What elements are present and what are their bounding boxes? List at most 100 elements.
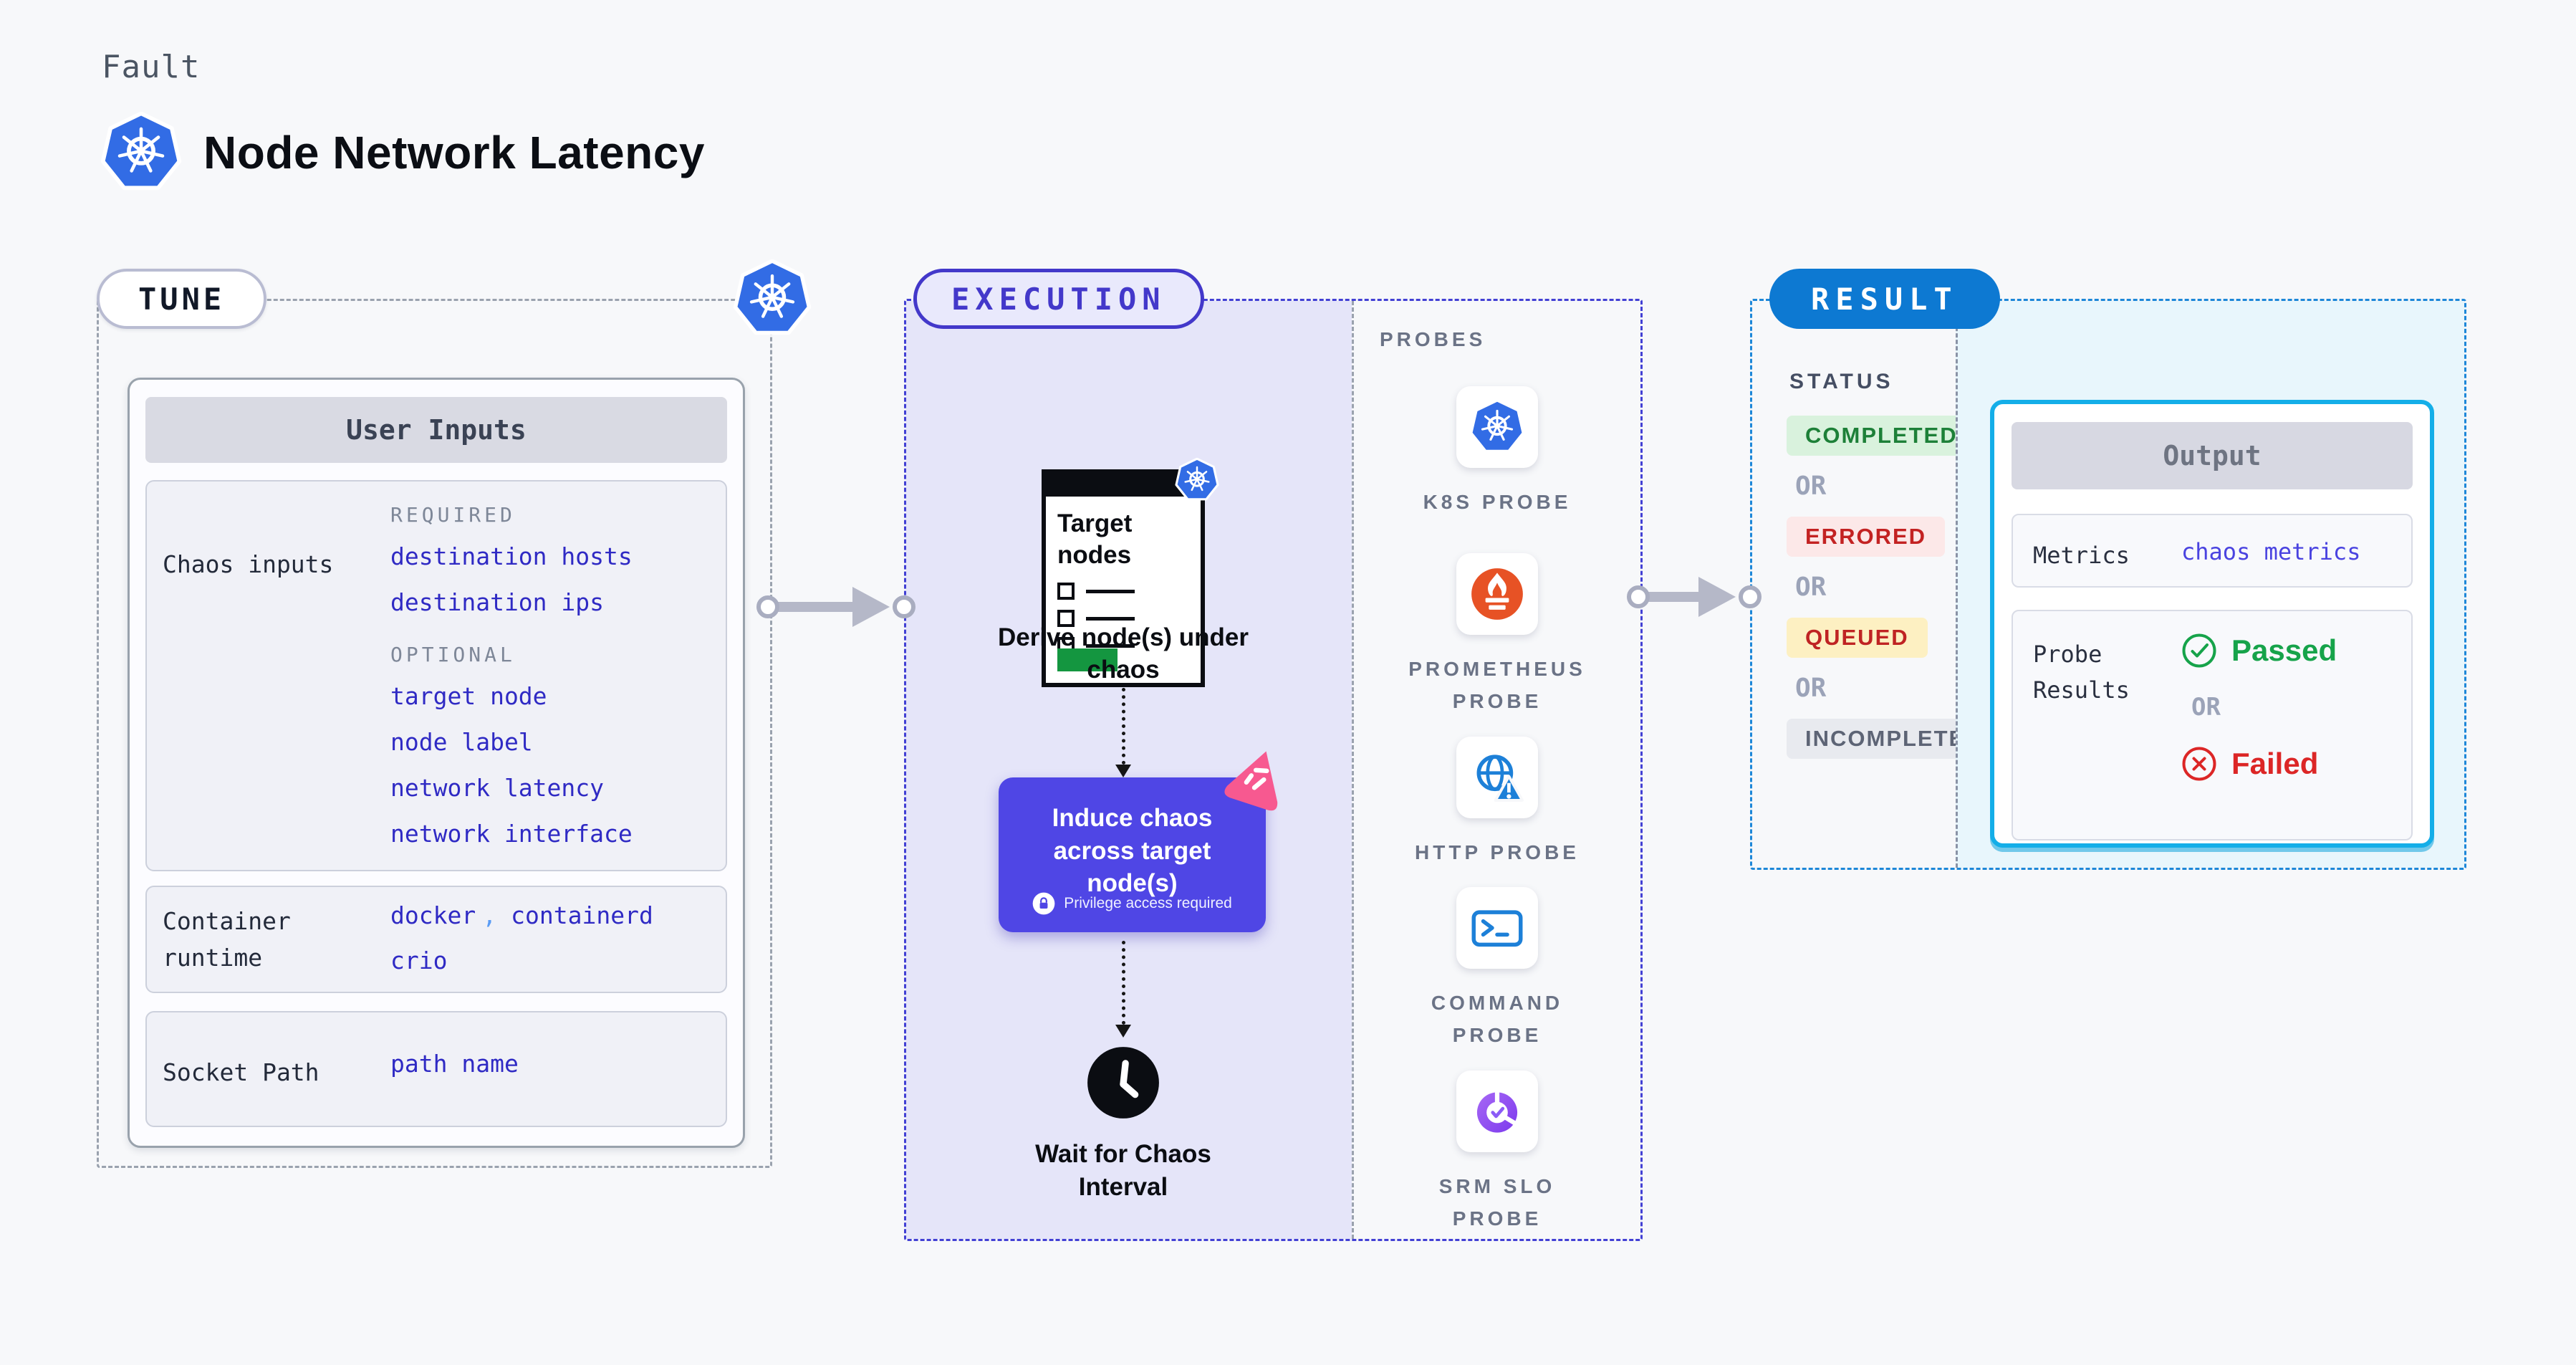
induce-chaos-step: Induce chaos across target node(s) Privi…: [999, 777, 1266, 932]
target-nodes-card: Target nodes: [1042, 469, 1205, 687]
status-heading: STATUS: [1789, 370, 1894, 393]
probe-result-failed: Failed: [2181, 746, 2337, 782]
kubernetes-logo-icon: [100, 112, 182, 193]
input-link-destination-ips[interactable]: destination ips: [390, 588, 605, 616]
failed-label: Failed: [2231, 747, 2319, 780]
input-link-node-label[interactable]: node label: [390, 728, 533, 756]
page-title: Node Network Latency: [203, 127, 705, 178]
status-badge-completed: COMPLETED: [1787, 416, 1976, 456]
derive-nodes-step: Derive node(s) under chaos: [997, 623, 1249, 684]
execution-section-label: EXECUTION: [913, 269, 1204, 329]
chaos-inputs-values: REQUIRED destination hosts destination i…: [390, 503, 633, 866]
probe-prometheus: PROMETHEUS PROBE: [1354, 553, 1640, 718]
probe-http: HTTP PROBE: [1354, 737, 1640, 869]
probes-heading: PROBES: [1380, 328, 1486, 350]
socket-path-label: Socket Path: [163, 1058, 319, 1086]
probe-card: [1456, 737, 1538, 818]
or-separator: OR: [1795, 573, 1827, 602]
target-nodes-title: Target nodes: [1057, 509, 1133, 569]
result-section: STATUS COMPLETED OR ERRORED OR QUEUED OR…: [1750, 299, 2466, 870]
runtime-separator: ,: [482, 901, 511, 929]
result-section-label: RESULT: [1769, 269, 2000, 329]
tune-section: [97, 299, 772, 1168]
container-runtime-label: Container runtime: [163, 907, 291, 972]
probe-srm-slo: SRM SLO PROBE: [1354, 1071, 1640, 1235]
probe-label: PROMETHEUS PROBE: [1408, 658, 1586, 712]
output-title: Output: [2012, 422, 2413, 489]
connector-ring: [756, 595, 779, 618]
http-globe-warning-icon: [1469, 749, 1525, 805]
execution-flow-zone: Target nodes Derive node(s) under chaos …: [906, 301, 1352, 1239]
input-link-destination-hosts[interactable]: destination hosts: [390, 542, 633, 570]
prometheus-icon: [1469, 566, 1525, 622]
kubernetes-icon: [1175, 458, 1219, 502]
checkbox-icon: [1057, 583, 1075, 600]
checkbox-icon: [1057, 610, 1075, 627]
arrow-execution-to-result: [1627, 577, 1763, 617]
probe-command: COMMAND PROBE: [1354, 887, 1640, 1052]
probe-card: [1456, 553, 1538, 635]
metrics-row: Metrics chaos metrics: [2012, 514, 2413, 588]
container-runtime-values: docker , containerd crio: [390, 901, 653, 974]
flow-down-arrow: [1115, 941, 1132, 1038]
runtime-crio[interactable]: crio: [390, 947, 448, 974]
probes-column: PROBES K8S PROBE PROMETHEUS PROBE HTTP P…: [1352, 301, 1640, 1239]
probe-k8s: K8S PROBE: [1354, 386, 1640, 519]
user-inputs-title: User Inputs: [145, 397, 727, 463]
lock-icon: [1032, 892, 1055, 915]
metrics-label: Metrics: [2033, 542, 2130, 569]
socket-path-link[interactable]: path name: [390, 1050, 519, 1078]
wait-chaos-interval-step: Wait for Chaos Interval: [1035, 1140, 1211, 1201]
status-badge-queued: QUEUED: [1787, 618, 1928, 658]
tune-section-label: TUNE: [97, 269, 267, 329]
socket-path-value: path name: [390, 1050, 519, 1078]
probe-label: HTTP PROBE: [1415, 841, 1580, 863]
probe-card: [1456, 887, 1538, 969]
or-separator: OR: [2191, 693, 2221, 722]
connector-ring: [1739, 585, 1762, 608]
fault-kicker: Fault: [102, 49, 201, 85]
status-badge-errored: ERRORED: [1787, 517, 1946, 557]
metrics-value-link[interactable]: chaos metrics: [2181, 538, 2361, 565]
required-group-label: REQUIRED: [390, 503, 516, 527]
probe-results-label: Probe Results: [2033, 641, 2130, 704]
socket-path-row: Socket Path path name: [145, 1011, 727, 1127]
or-separator: OR: [1795, 471, 1827, 501]
chaos-inputs-row: Chaos inputs REQUIRED destination hosts …: [145, 480, 727, 871]
probe-label: SRM SLO PROBE: [1438, 1175, 1556, 1230]
target-card-titlebar: [1046, 474, 1201, 497]
connector-ring: [893, 595, 915, 618]
clock-icon: [1086, 1045, 1160, 1120]
target-card-accent-bar: [1057, 648, 1118, 671]
optional-group-label: OPTIONAL: [390, 643, 516, 666]
check-circle-icon: [2181, 633, 2217, 669]
induce-chaos-text: Induce chaos across target node(s): [1052, 804, 1213, 897]
probe-label: K8S PROBE: [1423, 491, 1572, 513]
output-panel: Output Metrics chaos metrics Probe Resul…: [1990, 400, 2434, 848]
runtime-containerd[interactable]: containerd: [511, 901, 653, 929]
probe-result-passed: Passed: [2181, 633, 2337, 669]
container-runtime-row: Container runtime docker , containerd cr…: [145, 886, 727, 993]
arrow-tune-to-execution: [756, 587, 920, 627]
privilege-access-note: Privilege access required: [1064, 895, 1232, 911]
probe-card: [1456, 1071, 1538, 1152]
output-zone: Output Metrics chaos metrics Probe Resul…: [1956, 301, 2464, 868]
kubernetes-icon: [1469, 399, 1525, 455]
x-circle-icon: [2181, 746, 2217, 782]
or-separator: OR: [1795, 674, 1827, 703]
kubernetes-icon: [733, 259, 812, 338]
passed-label: Passed: [2231, 633, 2337, 667]
status-column: STATUS COMPLETED OR ERRORED OR QUEUED OR…: [1752, 301, 2001, 868]
user-inputs-panel: User Inputs Chaos inputs REQUIRED destin…: [128, 378, 745, 1148]
input-link-network-interface[interactable]: network interface: [390, 820, 633, 848]
flow-down-arrow: [1115, 688, 1132, 777]
chaos-inputs-label: Chaos inputs: [163, 550, 334, 578]
connector-ring: [1627, 585, 1650, 608]
input-link-target-node[interactable]: target node: [390, 682, 547, 710]
slo-gauge-check-icon: [1469, 1083, 1525, 1139]
input-link-network-latency[interactable]: network latency: [390, 774, 605, 802]
runtime-docker[interactable]: docker: [390, 901, 476, 929]
execution-section: Target nodes Derive node(s) under chaos …: [904, 299, 1643, 1241]
terminal-icon: [1469, 900, 1525, 956]
